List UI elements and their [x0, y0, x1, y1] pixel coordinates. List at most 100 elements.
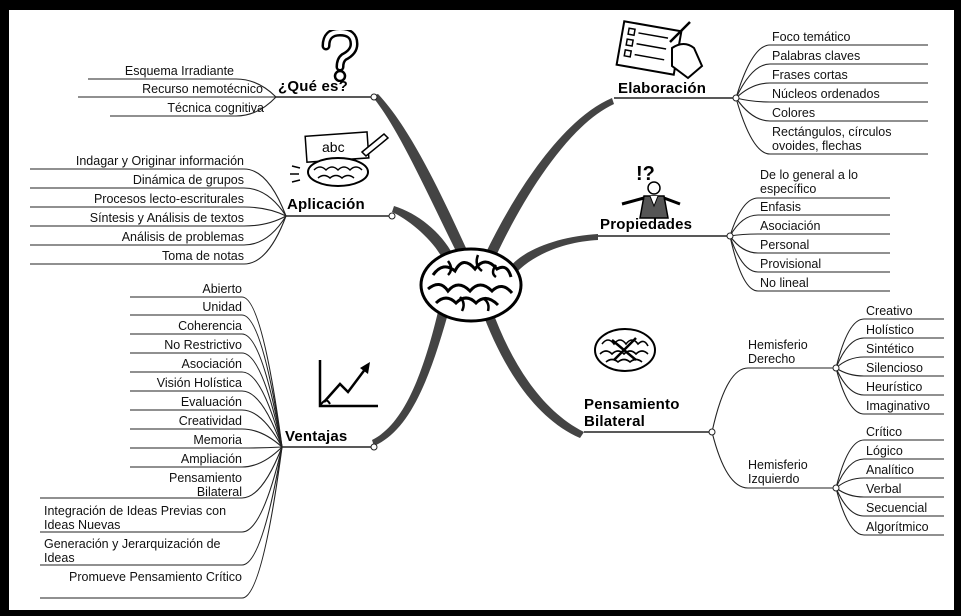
- link-hemisferio-izquierdo: [711, 431, 836, 489]
- ventajas-item: Integración de Ideas Previas con Ideas N…: [44, 504, 227, 532]
- hemisferio-derecho-item: Imaginativo: [866, 399, 930, 413]
- branch-title-que-es: ¿Qué es?: [278, 78, 348, 95]
- ventajas-item: Visión Holística: [156, 376, 242, 390]
- branch-title-pensamiento-bilateral: Pensamiento Bilateral: [584, 396, 680, 430]
- leaf-link-aplicacion: [30, 187, 287, 217]
- ventajas-item: Asociación: [181, 357, 242, 371]
- leaf-link-izquierdo: [835, 487, 944, 536]
- leaf-link-ventajas: [130, 446, 283, 468]
- question-mark-icon: [321, 30, 359, 82]
- hemisferio-derecho-item: Silencioso: [866, 361, 923, 375]
- elaboracion-item: Frases cortas: [772, 68, 848, 82]
- brain-icon: [419, 247, 523, 323]
- node-dot: [370, 443, 378, 451]
- limb-pensamiento: [481, 307, 584, 438]
- leaf-link-propiedades: [729, 214, 890, 237]
- growth-chart-icon: [318, 360, 378, 408]
- node-dot: [832, 484, 840, 492]
- aplicacion-item: Procesos lecto-escriturales: [93, 192, 244, 206]
- leaf-link-propiedades: [729, 233, 890, 237]
- hemisferio-derecho-label: Hemisferio Derecho: [748, 338, 808, 366]
- aplicacion-item: Análisis de problemas: [121, 230, 244, 244]
- leaf-link-aplicacion: [30, 215, 287, 227]
- hemisferio-izquierdo-item: Secuencial: [866, 501, 928, 515]
- leaf-link-ventajas: [130, 333, 283, 448]
- leaf-link-que-es: [88, 78, 277, 98]
- propiedades-item: Provisional: [760, 257, 822, 271]
- ventajas-item: Pensamiento Bilateral: [169, 471, 242, 499]
- node-dot: [388, 212, 396, 220]
- ventajas-item: Generación y Jerarquización de Ideas: [44, 537, 221, 565]
- leaf-link-ventajas: [130, 428, 283, 448]
- ventajas-item: Promueve Pensamiento Crítico: [69, 570, 242, 584]
- leaf-link-propiedades: [729, 235, 890, 254]
- leaf-link-propiedades: [729, 235, 890, 292]
- confused-person-icon: !?: [621, 163, 681, 219]
- ventajas-item: Creatividad: [178, 414, 242, 428]
- propiedades-item: Enfasis: [760, 200, 801, 214]
- ventajas-item: Coherencia: [178, 319, 242, 333]
- leaf-link-ventajas: [40, 446, 283, 566]
- checklist-hand-icon: [615, 20, 704, 80]
- leaf-link-aplicacion: [30, 168, 287, 217]
- leaf-link-que-es: [110, 96, 277, 117]
- propiedades-item: De lo general a lo específico: [760, 168, 858, 196]
- node-dot: [726, 232, 734, 240]
- hemisferio-izquierdo-item: Verbal: [866, 482, 902, 496]
- leaf-link-ventajas: [130, 314, 283, 448]
- hemisferio-izquierdo-item: Lógico: [866, 444, 903, 458]
- hemisferio-izquierdo-item: Analítico: [866, 463, 914, 477]
- leaf-link-derecho: [835, 367, 944, 415]
- link-hemisferio-derecho: [711, 367, 836, 433]
- node-dot: [732, 94, 740, 102]
- limb-elaboracion: [481, 98, 614, 267]
- leaf-link-ventajas: [130, 352, 283, 448]
- aplicacion-item: Indagar y Originar información: [75, 154, 244, 168]
- leaf-link-ventajas: [40, 446, 283, 499]
- branch-title-propiedades: Propiedades: [600, 216, 693, 233]
- leaf-link-derecho: [835, 318, 944, 369]
- elaboracion-item: Colores: [772, 106, 816, 120]
- leaf-link-izquierdo: [835, 487, 944, 517]
- ventajas-item: No Restrictivo: [164, 338, 242, 352]
- limb-aplicacion: [392, 206, 457, 269]
- propiedades-item: Personal: [760, 238, 810, 252]
- abc-text: abc: [322, 139, 345, 155]
- leaf-link-aplicacion: [30, 215, 287, 246]
- abc-brain-writing-icon: abc: [290, 131, 390, 187]
- leaf-link-derecho: [835, 367, 944, 396]
- limb-propiedades: [507, 234, 598, 279]
- leaf-link-ventajas: [130, 409, 283, 448]
- node-dot: [832, 364, 840, 372]
- leaf-link-elaboracion: [735, 97, 928, 155]
- node-dot: [370, 93, 378, 101]
- limb-que-es: [372, 94, 473, 265]
- brain-hemispheres-icon: [594, 328, 656, 372]
- que-es-item: Técnica cognitiva: [167, 101, 264, 115]
- aplicacion-item: Toma de notas: [162, 249, 244, 263]
- leaf-link-aplicacion: [30, 215, 287, 265]
- hemisferio-izquierdo-item: Crítico: [866, 425, 903, 439]
- leaf-link-ventajas: [130, 371, 283, 448]
- ventajas-item: Memoria: [193, 433, 242, 447]
- ventajas-item: Evaluación: [180, 395, 242, 409]
- propiedades-item: Asociación: [760, 219, 821, 233]
- branch-title-aplicacion: Aplicación: [287, 196, 365, 213]
- leaf-link-ventajas: [40, 446, 283, 533]
- exclaim-question-text: !?: [636, 163, 655, 185]
- leaf-link-elaboracion: [735, 97, 928, 122]
- ventajas-item: Abierto: [202, 282, 242, 296]
- leaf-link-elaboracion: [735, 63, 928, 99]
- ventajas-item: Unidad: [202, 300, 242, 314]
- hemisferio-derecho-item: Heurístico: [866, 380, 923, 394]
- ventajas-item: Ampliación: [180, 452, 242, 466]
- branch-title-elaboracion: Elaboración: [618, 80, 707, 97]
- elaboracion-item: Palabras claves: [772, 49, 861, 63]
- hemisferio-derecho-item: Holístico: [866, 323, 914, 337]
- hemisferio-izquierdo-label: Hemisferio Izquierdo: [748, 458, 808, 486]
- elaboracion-item: Núcleos ordenados: [772, 87, 880, 101]
- elaboracion-item: Rectángulos, círculos ovoides, flechas: [772, 125, 892, 153]
- hemisferio-derecho-item: Creativo: [866, 304, 913, 318]
